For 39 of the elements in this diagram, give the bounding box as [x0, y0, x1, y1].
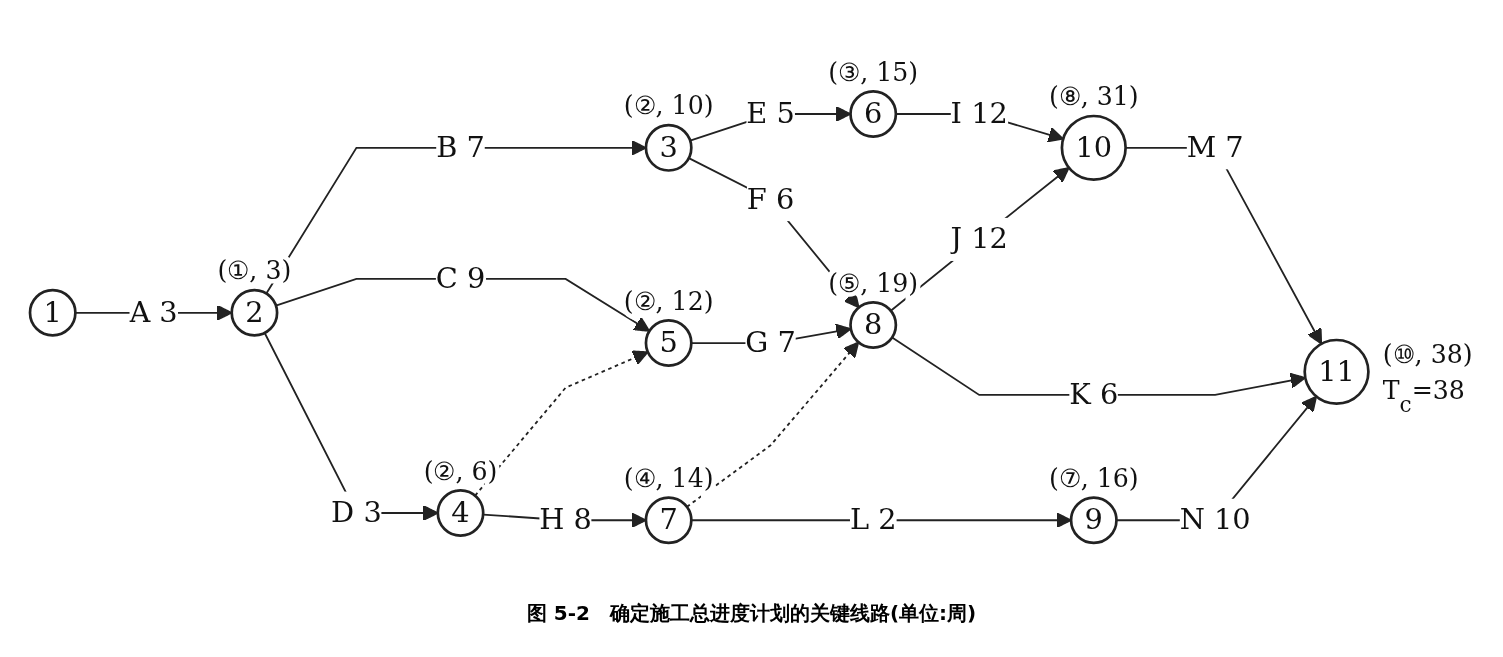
node-circle: 1: [28, 288, 77, 337]
edge-label: D 3: [330, 495, 382, 530]
edge-label: G 7: [744, 325, 796, 360]
arrow: [473, 350, 649, 497]
node-annotation: (③, 15): [827, 57, 918, 87]
node-circle: 5: [644, 319, 693, 368]
edge-label: K 6: [1068, 376, 1118, 412]
node-annotation: (⑩, 38): [1382, 339, 1473, 369]
node-annotation: (②, 10): [623, 91, 713, 121]
node-annotation: (②, 6): [423, 456, 497, 486]
edge-label: I 12: [950, 95, 1008, 131]
edge-label: C 9: [435, 260, 485, 296]
edge-label: A 3: [128, 294, 178, 329]
arrow: [889, 167, 1070, 312]
edge-label: M 7: [1186, 129, 1244, 165]
arrow: [685, 341, 859, 508]
node-annotation: (⑦, 16): [1048, 463, 1139, 493]
node-circle: 3: [644, 123, 693, 172]
node-annotation: T$_{c}$=38: [1382, 375, 1465, 417]
figure-caption: 图 5-2 确定施工总进度计划的关键线路(单位:周): [526, 601, 977, 625]
node-circle: 2: [229, 288, 278, 337]
node-circle: 8: [848, 301, 897, 350]
arrow: [687, 157, 860, 309]
edge-label: J 12: [950, 221, 1008, 256]
node-circle: 9: [1069, 496, 1118, 545]
edge-label: H 8: [538, 502, 592, 537]
edge-label: L 2: [849, 502, 897, 537]
node-circle: 4: [435, 489, 485, 538]
edge-label: F 6: [746, 181, 794, 216]
edge-label: B 7: [435, 129, 485, 165]
node-circle: 7: [644, 496, 693, 545]
node-annotation: (④, 14): [623, 463, 713, 493]
node-annotation: (②, 12): [623, 286, 713, 316]
node-circle: 10: [1060, 114, 1127, 182]
node-circle: 6: [848, 89, 897, 138]
edge-label: E 5: [745, 95, 795, 131]
edge-label: N 10: [1179, 502, 1251, 537]
node-annotation: (⑧, 31): [1048, 82, 1139, 112]
node-circle: 11: [1302, 338, 1370, 406]
